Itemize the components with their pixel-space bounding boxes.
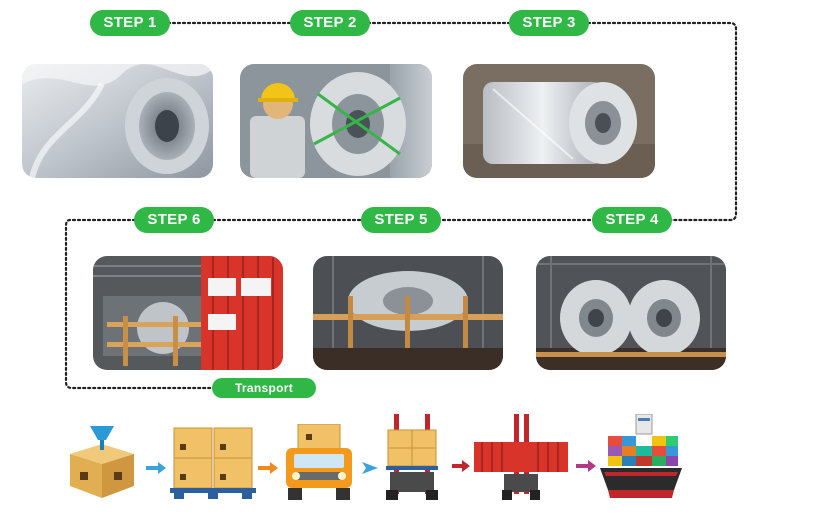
photo-step-1-packing: [22, 64, 213, 178]
forklift-boxes-icon: [386, 414, 438, 500]
transport-label: Transport: [212, 378, 316, 398]
photo-step-2-strapping: [240, 64, 432, 178]
truck-icon: [286, 424, 352, 500]
arrow-icon: [576, 460, 596, 472]
forklift-container-icon: [474, 414, 568, 500]
photo-step-6-container-door: [93, 256, 283, 370]
photo-step-3-wrapped-coil: [463, 64, 655, 178]
arrow-icon: [362, 462, 378, 474]
dotted-path-row2: [64, 218, 597, 390]
arrow-icon: [452, 460, 470, 472]
pallet-boxes-icon: [170, 427, 256, 499]
photo-step-5-container-loaded: [313, 256, 503, 370]
container-ship-icon: [600, 414, 682, 498]
dotted-path-row1: [156, 21, 738, 222]
photo-step-4-coils-in-container: [536, 256, 726, 370]
arrow-icon: [146, 462, 166, 474]
step-4-label: STEP 4: [592, 207, 672, 233]
step-1-label: STEP 1: [90, 10, 170, 36]
step-6-label: STEP 6: [134, 207, 214, 233]
step-3-label: STEP 3: [509, 10, 589, 36]
step-5-label: STEP 5: [361, 207, 441, 233]
arrow-icon: [258, 462, 278, 474]
box-icon: [70, 426, 134, 498]
step-2-label: STEP 2: [290, 10, 370, 36]
